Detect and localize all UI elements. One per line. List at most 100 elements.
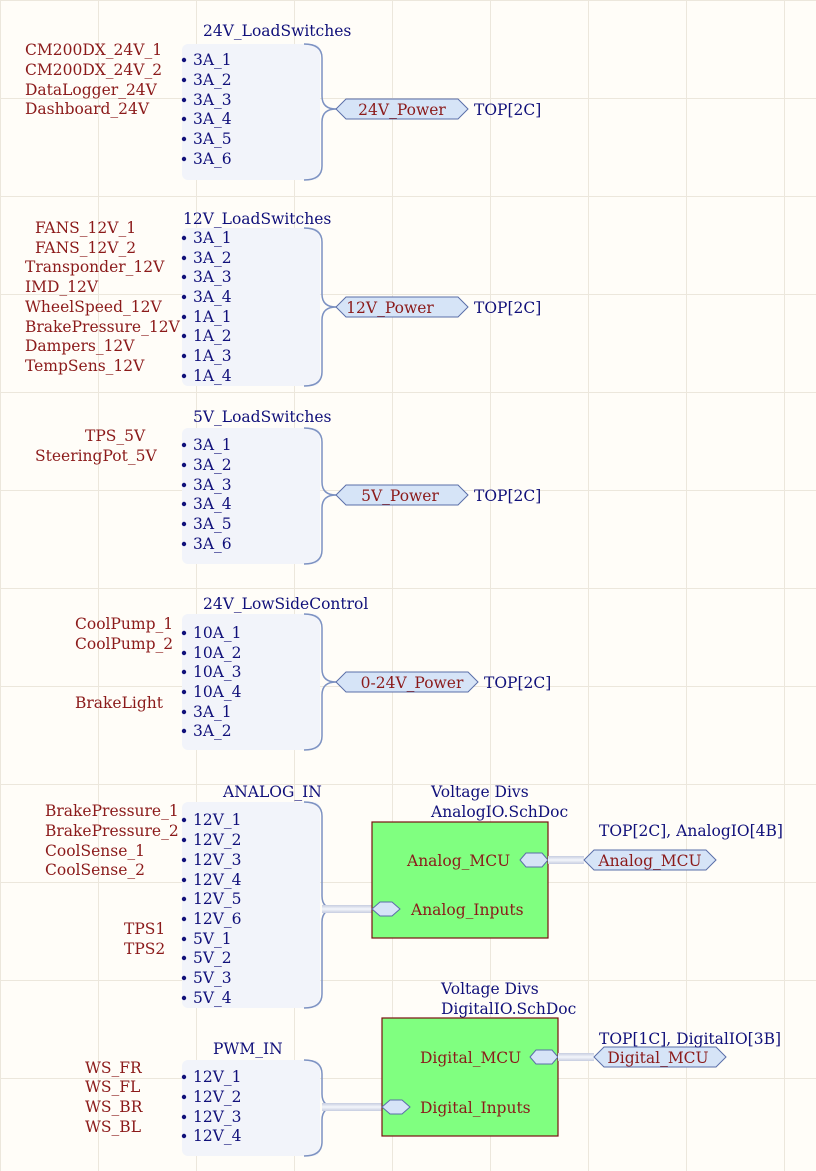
harness-pin[interactable]: 12V_2 — [193, 831, 242, 849]
harness-pin[interactable]: 3A_1 — [193, 51, 232, 69]
sheet-filename[interactable]: AnalogIO.SchDoc — [430, 803, 568, 821]
harness-pin[interactable]: 12V_4 — [193, 871, 242, 889]
net-label[interactable]: FANS_12V_1 — [35, 219, 136, 237]
signal-harness-wire[interactable] — [322, 1103, 384, 1111]
harness-5v-loadswitches[interactable]: 5V_LoadSwitches 3A_1 3A_2 3A_3 3A_4 3A_5… — [35, 408, 541, 565]
harness-pin[interactable]: 3A_3 — [193, 91, 232, 109]
harness-pin[interactable]: 10A_3 — [193, 663, 242, 681]
harness-pin[interactable]: 3A_2 — [193, 249, 232, 267]
port-digital-mcu[interactable]: Digital_MCU TOP[1C], DigitalIO[3B] — [593, 1030, 781, 1068]
port-0-24v-power[interactable]: 0-24V_Power TOP[2C] — [335, 671, 551, 693]
net-label[interactable]: Dashboard_24V — [25, 100, 150, 118]
net-label[interactable]: TPS_5V — [85, 427, 146, 445]
harness-pin[interactable]: 3A_4 — [193, 495, 232, 513]
harness-pin[interactable]: 3A_1 — [193, 436, 232, 454]
net-label[interactable]: WheelSpeed_12V — [25, 298, 162, 316]
net-label[interactable]: BrakePressure_2 — [45, 822, 179, 840]
net-label[interactable]: CoolPump_2 — [75, 635, 173, 653]
harness-pin[interactable]: 3A_1 — [193, 229, 232, 247]
harness-pin[interactable]: 3A_5 — [193, 130, 232, 148]
harness-title: 24V_LowSideControl — [203, 595, 368, 613]
harness-pin[interactable]: 3A_4 — [193, 110, 232, 128]
port-cross-ref[interactable]: TOP[2C] — [474, 487, 541, 505]
sheet-symbol-digitalio[interactable]: Voltage Divs DigitalIO.SchDoc Digital_MC… — [381, 980, 781, 1137]
harness-pin[interactable]: 3A_6 — [193, 150, 232, 168]
harness-pwm-in[interactable]: PWM_IN 12V_1 12V_2 12V_3 12V_4 WS_FR WS_… — [85, 1040, 384, 1157]
harness-pin[interactable]: 12V_1 — [193, 1068, 242, 1086]
port-analog-mcu[interactable]: Analog_MCU TOP[2C], AnalogIO[4B] — [583, 822, 783, 871]
port-12v-power[interactable]: 12V_Power TOP[2C] — [335, 296, 541, 318]
port-cross-ref[interactable]: TOP[2C] — [484, 674, 551, 692]
harness-pin[interactable]: 3A_2 — [193, 722, 232, 740]
harness-pin[interactable]: 3A_3 — [193, 476, 232, 494]
harness-24v-lowsidecontrol[interactable]: 24V_LowSideControl 10A_1 10A_2 10A_3 10A… — [75, 595, 551, 751]
harness-pin[interactable]: 5V_1 — [193, 930, 232, 948]
port-cross-ref[interactable]: TOP[2C], AnalogIO[4B] — [599, 822, 783, 840]
signal-harness-wire[interactable] — [548, 856, 584, 864]
harness-pin[interactable]: 3A_4 — [193, 288, 232, 306]
net-label[interactable]: DataLogger_24V — [25, 81, 158, 99]
harness-pin[interactable]: 5V_2 — [193, 949, 232, 967]
net-label[interactable]: CoolSense_1 — [45, 842, 145, 860]
net-label[interactable]: TPS1 — [124, 920, 165, 938]
harness-pin[interactable]: 1A_4 — [193, 367, 232, 385]
sheet-entry-digital-inputs[interactable]: Digital_Inputs — [381, 1099, 531, 1117]
harness-pin[interactable]: 1A_1 — [193, 308, 232, 326]
net-label[interactable]: CM200DX_24V_1 — [25, 41, 162, 59]
net-label[interactable]: CoolPump_1 — [75, 615, 173, 633]
net-label[interactable]: BrakePressure_12V — [25, 318, 181, 336]
net-label[interactable]: CoolSense_2 — [45, 861, 145, 879]
net-label[interactable]: WS_BL — [85, 1118, 141, 1136]
net-label[interactable]: TempSens_12V — [25, 357, 145, 375]
harness-pin[interactable]: 12V_2 — [193, 1088, 242, 1106]
harness-12v-loadswitches[interactable]: 12V_LoadSwitches 3A_1 3A_2 3A_3 3A_4 1A_… — [25, 210, 541, 387]
harness-24v-loadswitches[interactable]: 24V_LoadSwitches 3A_1 3A_2 3A_3 3A_4 3A_… — [25, 22, 541, 181]
net-label[interactable]: Transponder_12V — [25, 258, 165, 276]
net-label[interactable]: BrakePressure_1 — [45, 802, 179, 820]
net-label[interactable]: WS_FR — [85, 1059, 143, 1077]
sheet-entry-analog-inputs[interactable]: Analog_Inputs — [371, 901, 524, 919]
harness-pin[interactable]: 3A_5 — [193, 515, 232, 533]
signal-harness-wire[interactable] — [322, 905, 372, 913]
net-label[interactable]: CM200DX_24V_2 — [25, 61, 162, 79]
net-label[interactable]: Dampers_12V — [25, 337, 135, 355]
harness-pin[interactable]: 10A_2 — [193, 644, 242, 662]
harness-pin[interactable]: 1A_2 — [193, 327, 232, 345]
harness-pin[interactable]: 12V_6 — [193, 910, 242, 928]
harness-pin[interactable]: 12V_1 — [193, 811, 242, 829]
signal-harness-wire[interactable] — [558, 1053, 594, 1061]
net-label[interactable]: WS_FL — [85, 1078, 140, 1096]
pin-dot — [181, 916, 187, 922]
harness-pin[interactable]: 12V_3 — [193, 851, 242, 869]
harness-pin[interactable]: 5V_4 — [193, 989, 232, 1007]
net-label[interactable]: IMD_12V — [25, 278, 99, 296]
harness-pin[interactable]: 12V_4 — [193, 1127, 242, 1145]
port-shape — [335, 98, 469, 120]
net-label[interactable]: WS_BR — [85, 1098, 144, 1116]
net-label[interactable]: FANS_12V_2 — [35, 239, 136, 257]
harness-pin[interactable]: 10A_1 — [193, 624, 242, 642]
net-label[interactable]: TPS2 — [124, 940, 165, 958]
port-cross-ref[interactable]: TOP[2C] — [474, 101, 541, 119]
sheet-entry-analog-mcu[interactable]: Analog_MCU — [406, 852, 549, 870]
harness-pin[interactable]: 12V_5 — [193, 890, 242, 908]
harness-pin[interactable]: 5V_3 — [193, 969, 232, 987]
sheet-symbol-analogio[interactable]: Voltage Divs AnalogIO.SchDoc Analog_MCU … — [371, 783, 783, 939]
harness-pin[interactable]: 3A_1 — [193, 703, 232, 721]
harness-pin[interactable]: 3A_6 — [193, 535, 232, 553]
sheet-entry-digital-mcu[interactable]: Digital_MCU — [420, 1049, 559, 1067]
harness-pin[interactable]: 10A_4 — [193, 683, 242, 701]
port-cross-ref[interactable]: TOP[1C], DigitalIO[3B] — [599, 1030, 781, 1048]
harness-pin[interactable]: 1A_3 — [193, 347, 232, 365]
port-5v-power[interactable]: 5V_Power TOP[2C] — [335, 484, 541, 506]
port-cross-ref[interactable]: TOP[2C] — [474, 299, 541, 317]
sheet-filename[interactable]: DigitalIO.SchDoc — [441, 1000, 576, 1018]
harness-analog-in[interactable]: ANALOG_IN 12V_1 12V_2 12V_3 12V_4 12V_5 … — [45, 783, 372, 1009]
harness-pin[interactable]: 3A_2 — [193, 456, 232, 474]
port-24v-power[interactable]: 24V_Power TOP[2C] — [335, 98, 541, 120]
harness-pin[interactable]: 3A_3 — [193, 268, 232, 286]
net-label[interactable]: SteeringPot_5V — [35, 447, 157, 465]
harness-pin[interactable]: 3A_2 — [193, 71, 232, 89]
harness-pin[interactable]: 12V_3 — [193, 1108, 242, 1126]
net-label[interactable]: BrakeLight — [75, 694, 164, 712]
